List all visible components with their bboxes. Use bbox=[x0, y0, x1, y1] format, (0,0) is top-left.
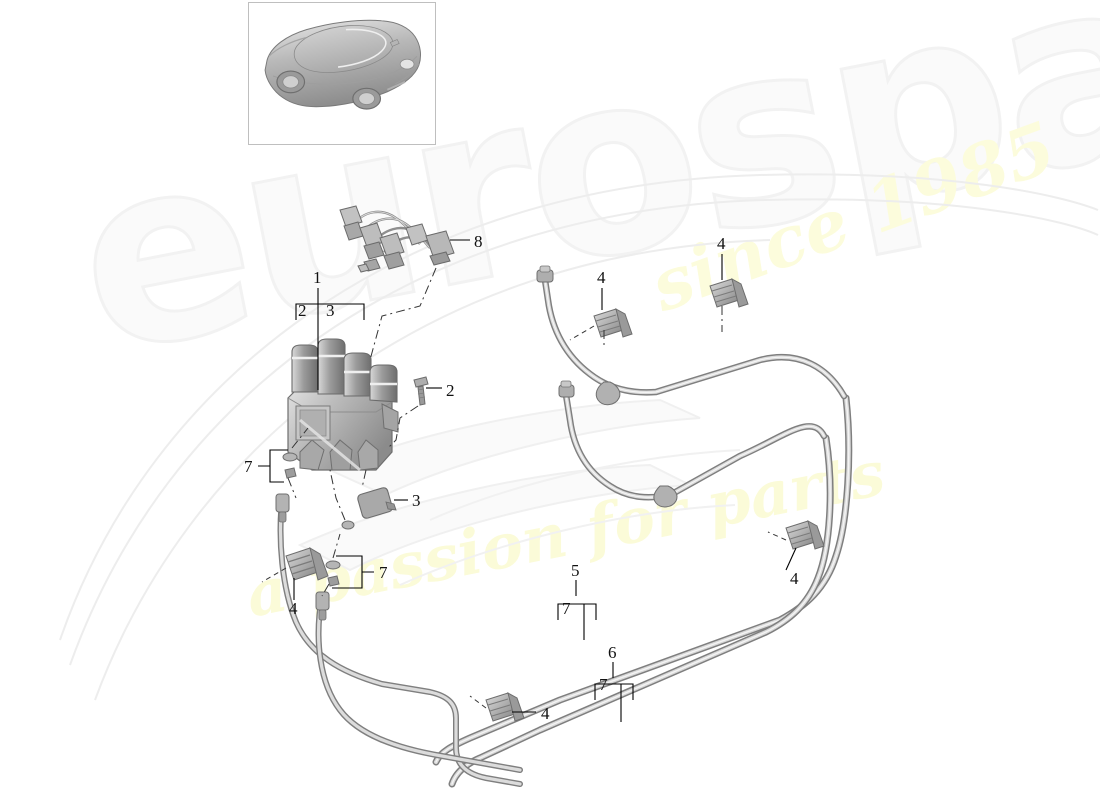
callout-4-d[interactable]: 4 bbox=[790, 569, 799, 588]
brake-line-left-b bbox=[315, 593, 523, 773]
rubber-mount bbox=[357, 487, 397, 519]
callout-8[interactable]: 8 bbox=[474, 232, 483, 251]
line-fittings-left bbox=[275, 493, 330, 621]
bracket-5 bbox=[557, 603, 597, 620]
union-fitting-mid bbox=[341, 520, 355, 530]
callout-2-top[interactable]: 2 bbox=[298, 301, 307, 320]
callout-4-e[interactable]: 4 bbox=[541, 704, 550, 723]
line-clip-a bbox=[285, 546, 329, 581]
callout-7-under-6[interactable]: 7 bbox=[599, 675, 608, 694]
union-fitting-left-upper bbox=[282, 452, 298, 479]
vehicle-thumbnail bbox=[248, 2, 436, 145]
callout-4-c[interactable]: 4 bbox=[717, 234, 726, 253]
brake-line-top-right bbox=[536, 265, 848, 400]
wiring-harness bbox=[339, 205, 455, 273]
callout-3-top[interactable]: 3 bbox=[326, 301, 335, 320]
line-elbow-upper bbox=[595, 381, 621, 406]
car-illustration bbox=[264, 19, 422, 110]
callout-3-mount[interactable]: 3 bbox=[412, 491, 421, 510]
callout-2-bolt[interactable]: 2 bbox=[446, 381, 455, 400]
callout-4-a[interactable]: 4 bbox=[289, 599, 298, 618]
bracket-1 bbox=[295, 303, 365, 320]
bracket-6 bbox=[594, 683, 634, 700]
callout-7-center[interactable]: 7 bbox=[379, 563, 388, 582]
union-fitting-center-lower bbox=[325, 560, 341, 587]
callout-7-left[interactable]: 7 bbox=[244, 457, 253, 476]
callout-7-under-5[interactable]: 7 bbox=[562, 599, 571, 618]
callout-6[interactable]: 6 bbox=[608, 643, 617, 662]
callout-1[interactable]: 1 bbox=[313, 268, 322, 287]
callout-4-b[interactable]: 4 bbox=[597, 268, 606, 287]
fastening-bolt bbox=[413, 376, 429, 406]
line-clip-c bbox=[709, 278, 749, 308]
hydraulic-unit-body bbox=[287, 338, 399, 472]
line-clip-b bbox=[593, 308, 633, 338]
line-clip-d bbox=[785, 520, 825, 550]
brake-line-6 bbox=[448, 434, 834, 788]
callout-5[interactable]: 5 bbox=[571, 561, 580, 580]
brake-line-mid-right bbox=[558, 380, 828, 508]
